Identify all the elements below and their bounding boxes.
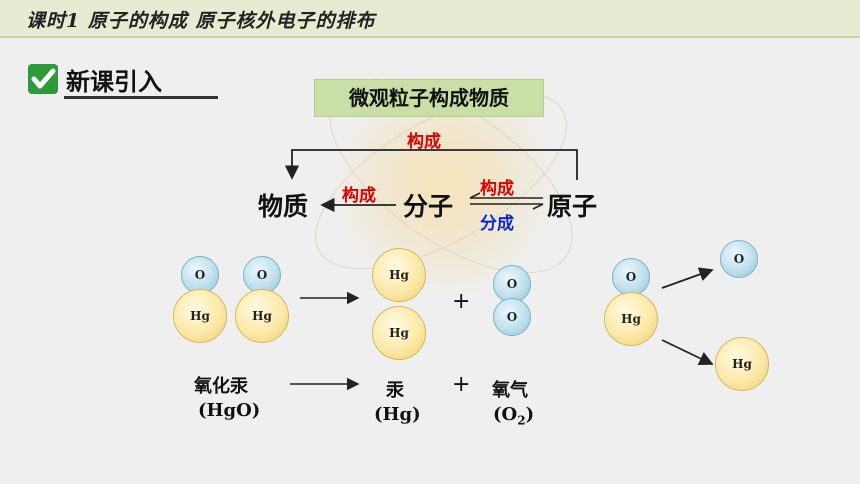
mercury-atom: Hg — [715, 337, 769, 391]
mercury-atom: Hg — [372, 306, 426, 360]
label-atom: 原子 — [547, 192, 598, 221]
label-left-constitutes: 构成 — [342, 186, 376, 206]
product-oxygen-name: 氧气 — [492, 380, 528, 401]
section-title: 新课引入 — [66, 68, 162, 96]
product-mercury-name: 汞 — [386, 380, 404, 401]
concept-banner: 微观粒子构成物质 — [314, 79, 544, 117]
product-mercury-formula: (Hg) — [374, 404, 421, 425]
mercury-atom: Hg — [235, 289, 289, 343]
product-oxygen-formula: (O2) — [493, 404, 534, 428]
reactant-name: 氧化汞 — [194, 376, 248, 397]
checkmark-icon — [28, 64, 58, 94]
plus-sign: + — [452, 289, 471, 314]
label-right-constitutes: 构成 — [480, 179, 514, 199]
label-molecule: 分子 — [403, 192, 454, 221]
label-substance: 物质 — [258, 192, 309, 221]
label-splits: 分成 — [480, 214, 514, 234]
section-underline — [64, 96, 218, 99]
label-top-constitutes: 构成 — [407, 132, 441, 152]
formula-end: ) — [525, 404, 535, 425]
oxygen-atom: O — [720, 240, 758, 278]
formula-subscript: 2 — [517, 413, 526, 428]
mercury-atom: Hg — [173, 289, 227, 343]
formula-main: (O — [493, 404, 518, 425]
header-bar: 课时1 原子的构成 原子核外电子的排布 — [0, 0, 860, 38]
reactant-formula: (HgO) — [198, 400, 261, 421]
mercury-atom: Hg — [372, 248, 426, 302]
mercury-atom: Hg — [604, 292, 658, 346]
plus-sign: + — [452, 372, 471, 397]
lesson-title: 课时1 原子的构成 原子核外电子的排布 — [26, 10, 376, 32]
oxygen-atom: O — [612, 258, 650, 296]
oxygen-atom: O — [493, 298, 531, 336]
